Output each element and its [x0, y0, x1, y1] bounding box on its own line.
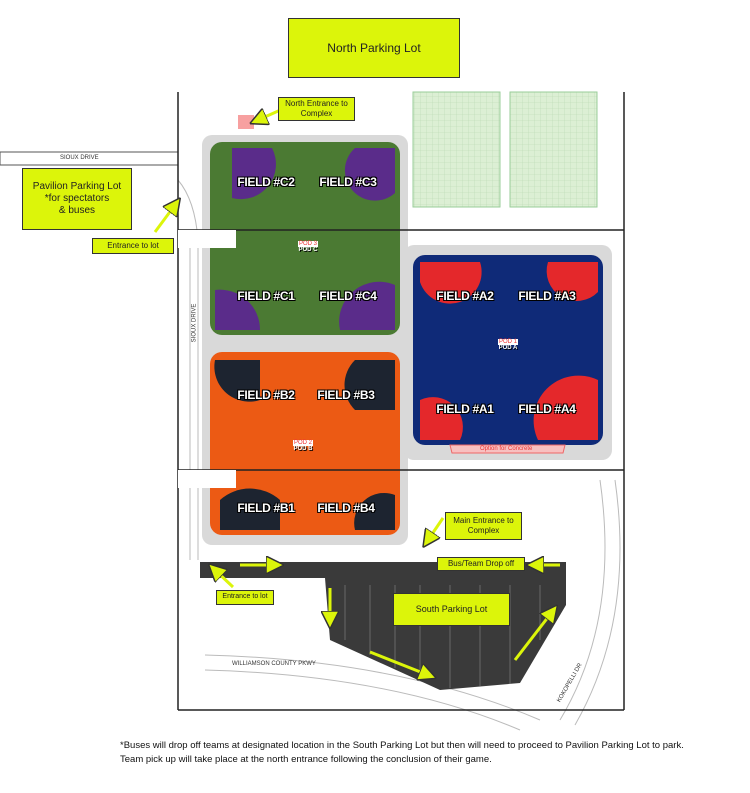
field-c2: FIELD #C2	[237, 175, 295, 189]
field-c4: FIELD #C4	[319, 289, 377, 303]
pavilion-note-2: & buses	[58, 205, 96, 216]
pod-number: POD 3	[297, 241, 319, 247]
pod-name: POD A	[498, 345, 518, 351]
field-c3: FIELD #C3	[319, 175, 377, 189]
north-entrance-label: North Entrance to Complex	[278, 97, 355, 121]
sioux-drive-label: SIOUX DRIVE	[60, 155, 99, 161]
footnote-line-1: *Buses will drop off teams at designated…	[120, 740, 684, 751]
direction-arrows	[153, 106, 560, 675]
field-b3: FIELD #B3	[317, 388, 375, 402]
sioux-drive-vertical-label: SIOUX DRIVE	[191, 303, 198, 343]
field-a1: FIELD #A1	[436, 402, 494, 416]
bus-drop-off-label: Bus/Team Drop off	[437, 557, 525, 571]
concrete-option-label: Option for Concrete	[480, 446, 533, 452]
field-c1: FIELD #C1	[237, 289, 295, 303]
pod-number: POD 1	[497, 339, 519, 345]
field-a2: FIELD #A2	[436, 289, 494, 303]
north-parking-lot-label: North Parking Lot	[288, 18, 460, 78]
south-parking-lot-area	[200, 562, 566, 690]
field-b4: FIELD #B4	[317, 501, 375, 515]
williamson-county-pkwy-label: WILLIAMSON COUNTY PKWY	[232, 661, 316, 667]
main-entrance-label: Main Entrance to Complex	[445, 512, 522, 540]
field-a3: FIELD #A3	[518, 289, 576, 303]
pod-number: POD 2	[292, 440, 314, 446]
entrance-to-lot-north-label: Entrance to lot	[92, 238, 174, 254]
pod-boundary-lines	[177, 92, 625, 711]
pavilion-note: *for spectators	[44, 193, 110, 204]
field-a4: FIELD #A4	[518, 402, 576, 416]
footnote-line-2: Team pick up will take place at the nort…	[120, 754, 492, 765]
pavilion-title: Pavilion Parking Lot	[32, 181, 122, 192]
pavilion-parking-lot-label: Pavilion Parking Lot *for spectators & b…	[22, 168, 132, 230]
south-parking-lot-label: South Parking Lot	[393, 593, 510, 626]
concrete-option	[449, 444, 566, 454]
field-b1: FIELD #B1	[237, 501, 295, 515]
entrance-to-lot-south-label: Entrance to lot	[216, 590, 274, 605]
field-b2: FIELD #B2	[237, 388, 295, 402]
pod-name: POD C	[298, 247, 318, 253]
pod-name: POD B	[293, 446, 313, 452]
